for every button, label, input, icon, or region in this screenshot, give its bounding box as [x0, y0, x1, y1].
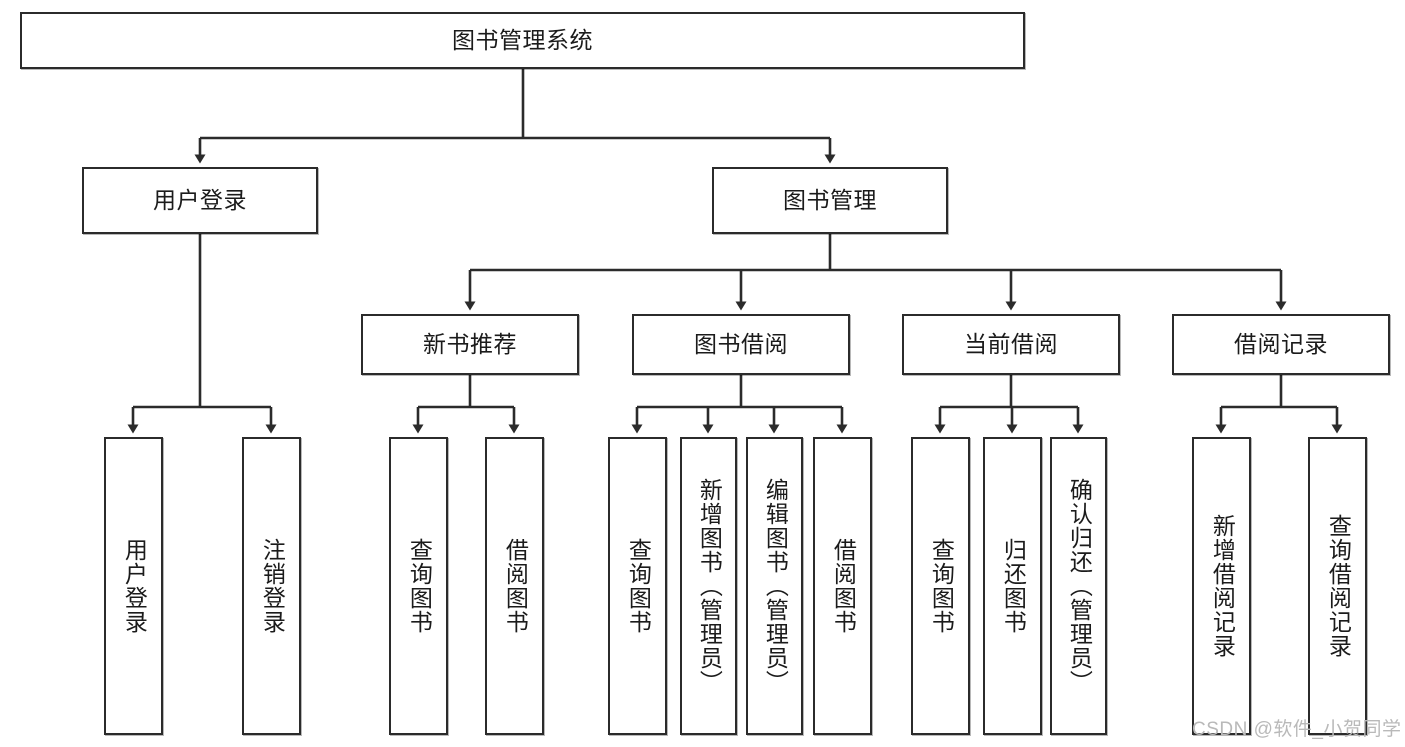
- node-leaf-add-book-admin[interactable]: 新增图书（管理员）: [680, 437, 737, 735]
- node-label: 新增图书（管理员）: [696, 478, 723, 694]
- node-leaf-edit-book-admin[interactable]: 编辑图书（管理员）: [746, 437, 803, 735]
- node-label: 编辑图书（管理员）: [762, 478, 789, 694]
- node-label: 查询借阅记录: [1325, 514, 1352, 658]
- node-label: 用户登录: [153, 187, 247, 214]
- node-label: 图书管理系统: [452, 27, 593, 54]
- node-leaf-query-book-recommend[interactable]: 查询图书: [389, 437, 448, 735]
- node-label: 查询图书: [406, 538, 433, 634]
- node-book-borrow[interactable]: 图书借阅: [632, 314, 850, 375]
- node-leaf-query-book-current[interactable]: 查询图书: [911, 437, 970, 735]
- node-user-login[interactable]: 用户登录: [82, 167, 318, 234]
- node-label: 归还图书: [1000, 538, 1027, 634]
- node-leaf-add-borrow-record[interactable]: 新增借阅记录: [1192, 437, 1251, 735]
- node-label: 新书推荐: [423, 331, 517, 358]
- node-label: 注销登录: [259, 538, 286, 634]
- node-leaf-logout-login[interactable]: 注销登录: [242, 437, 301, 735]
- node-label: 用户登录: [121, 538, 148, 634]
- node-leaf-borrow-book-recommend[interactable]: 借阅图书: [485, 437, 544, 735]
- node-leaf-return-book[interactable]: 归还图书: [983, 437, 1042, 735]
- node-label: 图书借阅: [694, 331, 788, 358]
- node-leaf-borrow-book[interactable]: 借阅图书: [813, 437, 872, 735]
- node-label: 借阅图书: [830, 538, 857, 634]
- node-current-borrow[interactable]: 当前借阅: [902, 314, 1120, 375]
- node-root-system[interactable]: 图书管理系统: [20, 12, 1025, 69]
- node-label: 新增借阅记录: [1209, 514, 1236, 658]
- node-leaf-confirm-return-admin[interactable]: 确认归还（管理员）: [1050, 437, 1107, 735]
- node-leaf-query-book-borrow[interactable]: 查询图书: [608, 437, 667, 735]
- node-label: 当前借阅: [964, 331, 1058, 358]
- node-label: 借阅记录: [1234, 331, 1328, 358]
- node-new-book-recommend[interactable]: 新书推荐: [361, 314, 579, 375]
- node-label: 图书管理: [783, 187, 877, 214]
- node-label: 借阅图书: [502, 538, 529, 634]
- node-leaf-query-borrow-record[interactable]: 查询借阅记录: [1308, 437, 1367, 735]
- node-leaf-user-login[interactable]: 用户登录: [104, 437, 163, 735]
- node-label: 查询图书: [928, 538, 955, 634]
- node-label: 查询图书: [625, 538, 652, 634]
- node-label: 确认归还（管理员）: [1066, 478, 1093, 694]
- node-borrow-records[interactable]: 借阅记录: [1172, 314, 1390, 375]
- node-book-management[interactable]: 图书管理: [712, 167, 948, 234]
